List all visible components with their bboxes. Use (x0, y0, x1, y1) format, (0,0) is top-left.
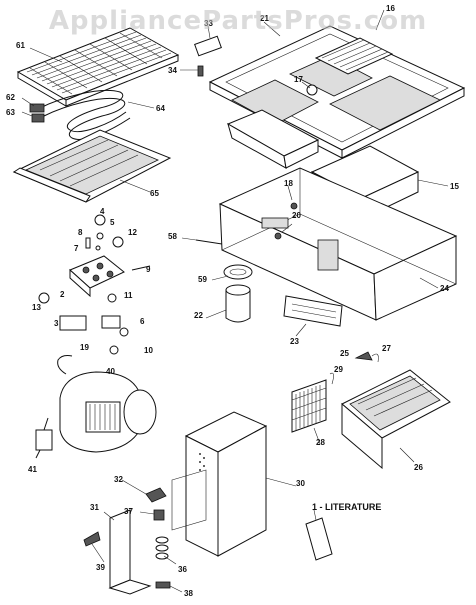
callout-62: 62 (6, 93, 15, 102)
burner-assembly (38, 214, 151, 355)
left-basin (226, 109, 320, 169)
callout-31: 31 (90, 503, 99, 512)
callout-30: 30 (296, 479, 305, 488)
callout-16: 16 (386, 4, 395, 13)
filter-26 (341, 369, 451, 470)
literature-label: 1 - LITERATURE (312, 502, 381, 512)
callout-39: 39 (96, 563, 105, 572)
callout-29: 29 (334, 365, 343, 374)
part-27 (371, 353, 379, 363)
callout-5: 5 (110, 218, 115, 227)
callout-37: 37 (124, 507, 133, 516)
callout-15: 15 (450, 182, 459, 191)
part-41 (35, 417, 53, 459)
filter-28 (291, 379, 327, 433)
rod-58 (195, 239, 223, 245)
callout-58: 58 (168, 232, 177, 241)
callout-26: 26 (414, 463, 423, 472)
bracket (108, 509, 152, 595)
part-38 (155, 581, 171, 589)
callout-24: 24 (440, 284, 449, 293)
callout-34: 34 (168, 66, 177, 75)
callout-22: 22 (194, 311, 203, 320)
callout-4: 4 (100, 207, 105, 216)
callout-21: 21 (260, 14, 269, 23)
callout-2: 2 (60, 290, 65, 299)
part-37 (153, 509, 165, 521)
panel-23 (283, 295, 343, 327)
callout-labels: 16 33 21 61 34 17 62 63 64 65 15 18 20 4… (6, 4, 459, 598)
drip-pan (12, 129, 172, 203)
callout-36: 36 (178, 565, 187, 574)
callout-6: 6 (140, 317, 145, 326)
callout-38: 38 (184, 589, 193, 598)
callout-25: 25 (340, 349, 349, 358)
callout-32: 32 (114, 475, 123, 484)
part-29 (329, 372, 334, 385)
callout-12: 12 (128, 228, 137, 237)
callout-59: 59 (198, 275, 207, 284)
part-34 (197, 65, 204, 77)
callout-28: 28 (316, 438, 325, 447)
callout-19: 19 (80, 343, 89, 352)
callout-11: 11 (124, 291, 133, 300)
callout-3: 3 (54, 319, 59, 328)
callout-64: 64 (156, 104, 165, 113)
callout-41: 41 (28, 465, 37, 474)
leader-lines (21, 9, 449, 593)
callout-8: 8 (78, 228, 83, 237)
callout-33: 33 (204, 19, 213, 28)
housing (171, 411, 268, 557)
part-36 (155, 536, 169, 560)
part-33 (194, 35, 222, 57)
part-39 (83, 531, 101, 547)
jar (223, 264, 253, 323)
callout-20: 20 (292, 211, 301, 220)
callout-9: 9 (146, 265, 151, 274)
part-32 (145, 487, 167, 503)
callout-13: 13 (32, 303, 41, 312)
grill-grate (16, 27, 180, 107)
callout-40: 40 (106, 367, 115, 376)
literature-booklet (305, 517, 333, 561)
callout-61: 61 (16, 41, 25, 50)
callout-63: 63 (6, 108, 15, 117)
base-box (218, 167, 458, 321)
callout-27: 27 (382, 344, 391, 353)
callout-65: 65 (150, 189, 159, 198)
blower-motor (57, 355, 157, 453)
callout-23: 23 (290, 337, 299, 346)
callout-10: 10 (144, 346, 153, 355)
callout-18: 18 (284, 179, 293, 188)
callout-17: 17 (294, 75, 303, 84)
part-25 (354, 351, 373, 361)
top-grate (314, 37, 394, 75)
callout-7: 7 (74, 244, 79, 253)
